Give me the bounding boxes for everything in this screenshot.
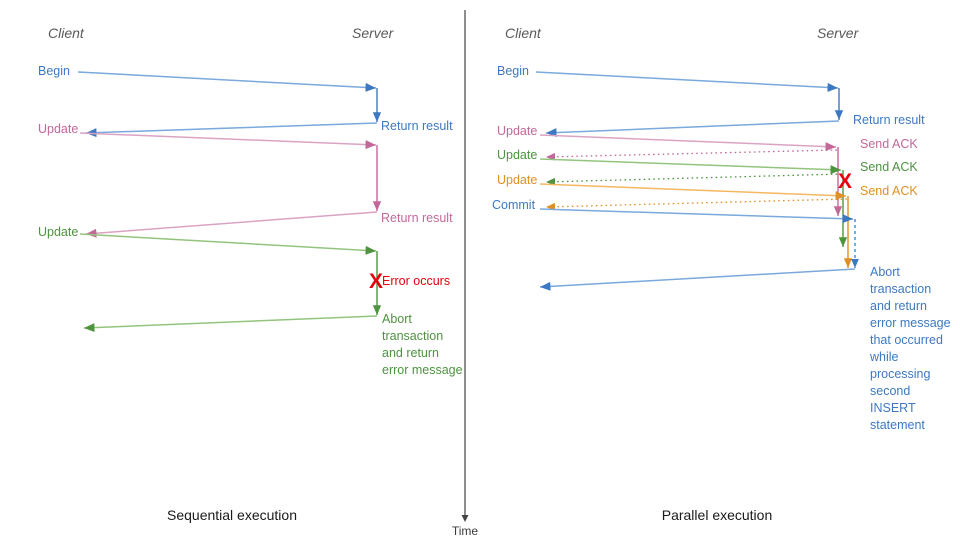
error-x-icon: X <box>838 170 852 193</box>
message-line <box>83 315 378 333</box>
message-commit-request-parallel: Commit <box>492 198 854 224</box>
message-line <box>77 71 377 92</box>
annotation-line: Abort <box>382 312 412 326</box>
annotation-line: and return <box>382 346 439 360</box>
message-label-update-request-3: Update <box>497 173 537 187</box>
message-update-request-2-sequential: Update <box>38 225 377 255</box>
message-line <box>85 122 378 138</box>
message-label-send-ack-3: Send ACK <box>860 184 918 198</box>
message-label-send-ack-1: Send ACK <box>860 137 918 151</box>
message-update-request-1-sequential: Update <box>38 122 377 150</box>
message-label-update-request-2: Update <box>497 148 537 162</box>
annotation-line: INSERT <box>870 401 916 415</box>
message-begin-request-sequential: Begin <box>38 64 377 92</box>
message-line <box>545 173 843 186</box>
lane-header-server-sequential: Server <box>352 25 395 41</box>
annotation-line: second <box>870 384 910 398</box>
message-line <box>539 183 847 201</box>
message-label-update-request-1: Update <box>497 124 537 138</box>
error-x-icon: X <box>369 270 383 293</box>
lane-header-client-sequential: Client <box>48 25 85 41</box>
message-return-result-2-sequential: Return result <box>85 211 453 238</box>
lane-header-client-parallel: Client <box>505 25 542 41</box>
message-line <box>539 208 854 224</box>
message-abort-return-sequential <box>83 315 378 333</box>
message-line <box>535 71 839 92</box>
message-line <box>545 198 848 211</box>
annotation-line: error message <box>382 363 463 377</box>
time-axis-arrowhead <box>461 515 469 522</box>
message-line <box>79 233 377 255</box>
annotation-error-occurs-marker-parallel: X <box>838 170 852 193</box>
message-label-begin-request: Begin <box>497 64 529 78</box>
message-line <box>545 149 838 161</box>
annotation-line: statement <box>870 418 925 432</box>
annotation-line: processing <box>870 367 930 381</box>
annotation-line: Abort <box>870 265 900 279</box>
annotation-line: transaction <box>870 282 931 296</box>
message-return-result-parallel: Return result <box>545 113 925 138</box>
message-return-result-1-sequential: Return result <box>85 119 453 138</box>
message-label-return-result-2: Return result <box>381 211 453 225</box>
message-send-ack-2-parallel: Send ACK <box>545 160 918 186</box>
message-update-request-3-parallel: Update <box>497 173 847 201</box>
annotation-label: Error occurs <box>382 274 450 288</box>
message-line <box>545 120 840 138</box>
panel-caption-sequential: Sequential execution <box>167 507 297 523</box>
message-label-send-ack-2: Send ACK <box>860 160 918 174</box>
annotation-line: that occurred <box>870 333 943 347</box>
lane-header-server-parallel: Server <box>817 25 860 41</box>
panel-caption-parallel: Parallel execution <box>662 507 773 523</box>
message-label-return-result-1: Return result <box>381 119 453 133</box>
annotation-line: while <box>869 350 899 364</box>
message-send-ack-3-parallel: Send ACK <box>545 184 918 211</box>
time-axis: Time <box>452 10 479 538</box>
message-update-request-2-parallel: Update <box>497 148 842 175</box>
annotation-abort-message-note-parallel: Abort transaction and return error message t… <box>869 265 951 432</box>
message-label-update-request-2: Update <box>38 225 78 239</box>
time-axis-label: Time <box>452 524 479 538</box>
message-line <box>539 268 856 291</box>
message-label-return-result: Return result <box>853 113 925 127</box>
message-update-request-1-parallel: Update <box>497 124 837 152</box>
message-line <box>85 211 378 238</box>
message-line <box>539 158 842 175</box>
message-send-ack-1-parallel: Send ACK <box>545 137 918 161</box>
message-label-update-request-1: Update <box>38 122 78 136</box>
message-abort-return-parallel <box>539 268 856 291</box>
message-label-commit-request: Commit <box>492 198 536 212</box>
message-begin-request-parallel: Begin <box>497 64 839 92</box>
annotation-line: error message <box>870 316 951 330</box>
message-line <box>539 134 837 152</box>
annotation-line: and return <box>870 299 927 313</box>
annotation-line: transaction <box>382 329 443 343</box>
message-line <box>79 132 377 150</box>
annotation-abort-message-note-sequential: Abort transaction and return error message <box>382 312 463 377</box>
message-label-begin-request: Begin <box>38 64 70 78</box>
